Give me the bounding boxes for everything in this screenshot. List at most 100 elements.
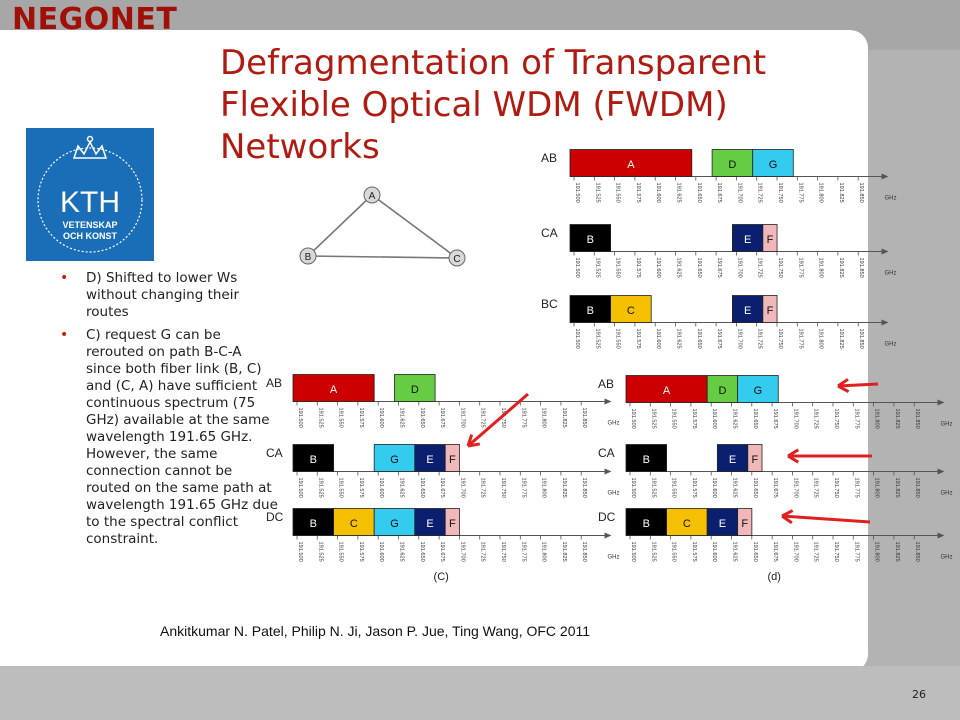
- tick-label: 191.825: [838, 329, 844, 349]
- tick-label: 191.600: [655, 329, 661, 349]
- panel-caption: (d): [767, 571, 780, 583]
- request-block-C: [333, 508, 375, 536]
- tick-label: 191.525: [594, 329, 600, 349]
- tick-label: 191.825: [561, 408, 567, 428]
- tick-label: 191.825: [894, 542, 900, 562]
- tick-label: 191.525: [650, 409, 656, 429]
- request-block-G: [752, 149, 794, 177]
- tick-label: 191.675: [716, 183, 722, 203]
- tick-label: 191.625: [732, 478, 738, 498]
- tick-label: 191.625: [676, 258, 682, 278]
- tick-label: 191.550: [615, 183, 621, 203]
- bottom-banner: [0, 666, 960, 720]
- tick-label: 191.650: [419, 478, 425, 498]
- slide-title: Defragmentation of Transparent Flexible …: [220, 42, 860, 168]
- page-number: 26: [912, 688, 926, 701]
- tick-label: 191.825: [838, 183, 844, 203]
- tick-label: 191.725: [757, 183, 763, 203]
- request-label: D: [718, 385, 726, 397]
- tick-label: 191.700: [792, 409, 798, 429]
- tick-label: 191.525: [317, 478, 323, 498]
- tick-label: 191.575: [358, 542, 364, 562]
- tick-label: 191.850: [858, 258, 864, 278]
- axis-unit: GHz: [885, 196, 897, 202]
- tick-label: 191.575: [358, 478, 364, 498]
- topology-edges: [306, 193, 460, 259]
- tick-label: 191.700: [792, 542, 798, 562]
- tick-label: 191.800: [541, 408, 547, 428]
- tick-label: 191.850: [914, 478, 920, 498]
- tick-label: 191.675: [716, 329, 722, 349]
- axis-arrowhead-icon: [881, 248, 889, 255]
- topology-node-label: C: [453, 254, 460, 265]
- tick-label: 191.600: [711, 478, 717, 498]
- panel-caption: (C): [434, 571, 449, 583]
- tick-label: 191.800: [874, 478, 880, 498]
- kth-logo: KTH VETENSKAP OCH KONST: [26, 128, 154, 261]
- tick-label: 191.725: [813, 409, 819, 429]
- tick-label: 191.725: [480, 542, 486, 562]
- request-block-E: [414, 508, 446, 536]
- request-block-G: [373, 508, 416, 536]
- request-label: E: [719, 518, 726, 530]
- tick-label: 191.525: [317, 542, 323, 562]
- link-label: CA: [266, 446, 283, 460]
- axis-arrowhead-icon: [881, 173, 889, 180]
- request-block-E: [706, 508, 739, 536]
- tick-label: 191.600: [711, 542, 717, 562]
- tick-label: 191.675: [772, 542, 778, 562]
- link-label: CA: [598, 446, 615, 460]
- tick-label: 191.525: [650, 478, 656, 498]
- tick-label: 191.825: [894, 478, 900, 498]
- axis-unit: GHz: [885, 342, 897, 348]
- link-label: DC: [598, 510, 616, 524]
- request-block-D: [706, 375, 739, 403]
- tick-label: 191.625: [399, 408, 405, 428]
- request-label: G: [769, 159, 778, 171]
- tick-label: 191.550: [615, 258, 621, 278]
- tick-label: 191.850: [858, 183, 864, 203]
- request-label: D: [728, 159, 736, 171]
- crown-icon: [72, 135, 108, 159]
- tick-label: 191.500: [574, 183, 580, 203]
- request-block-A: [292, 374, 375, 402]
- tick-label: 191.650: [696, 183, 702, 203]
- tick-label: 191.850: [581, 542, 587, 562]
- tick-label: 191.775: [520, 408, 526, 428]
- request-block-D: [394, 374, 436, 402]
- tick-label: 191.850: [914, 542, 920, 562]
- request-block-B: [625, 508, 667, 536]
- tick-label: 191.575: [635, 329, 641, 349]
- tick-label: 191.675: [439, 408, 445, 428]
- tick-label: 191.625: [399, 542, 405, 562]
- tick-label: 191.500: [630, 542, 636, 562]
- tick-label: 191.550: [671, 542, 677, 562]
- axis-unit: GHz: [885, 271, 897, 277]
- topology-node: [363, 186, 381, 204]
- seal-ring-icon: [37, 147, 143, 253]
- request-block-B: [569, 295, 611, 323]
- tick-label: 191.775: [520, 478, 526, 498]
- tick-label: 191.500: [630, 409, 636, 429]
- red-arrowhead-icon: [466, 434, 481, 448]
- tick-label: 191.750: [777, 183, 783, 203]
- tick-label: 191.850: [581, 408, 587, 428]
- logo-sub-2: OCH KONST: [63, 231, 118, 241]
- request-label: B: [643, 518, 650, 530]
- axis-unit: GHz: [941, 491, 953, 497]
- axis-arrowhead-icon: [604, 398, 612, 405]
- tick-label: 191.775: [853, 542, 859, 562]
- tick-label: 191.550: [338, 408, 344, 428]
- tick-label: 191.550: [671, 409, 677, 429]
- tick-label: 191.750: [833, 478, 839, 498]
- request-block-F: [762, 295, 778, 323]
- tick-label: 191.725: [757, 329, 763, 349]
- tick-label: 191.675: [772, 409, 778, 429]
- tick-label: 191.650: [752, 409, 758, 429]
- tick-label: 191.600: [711, 409, 717, 429]
